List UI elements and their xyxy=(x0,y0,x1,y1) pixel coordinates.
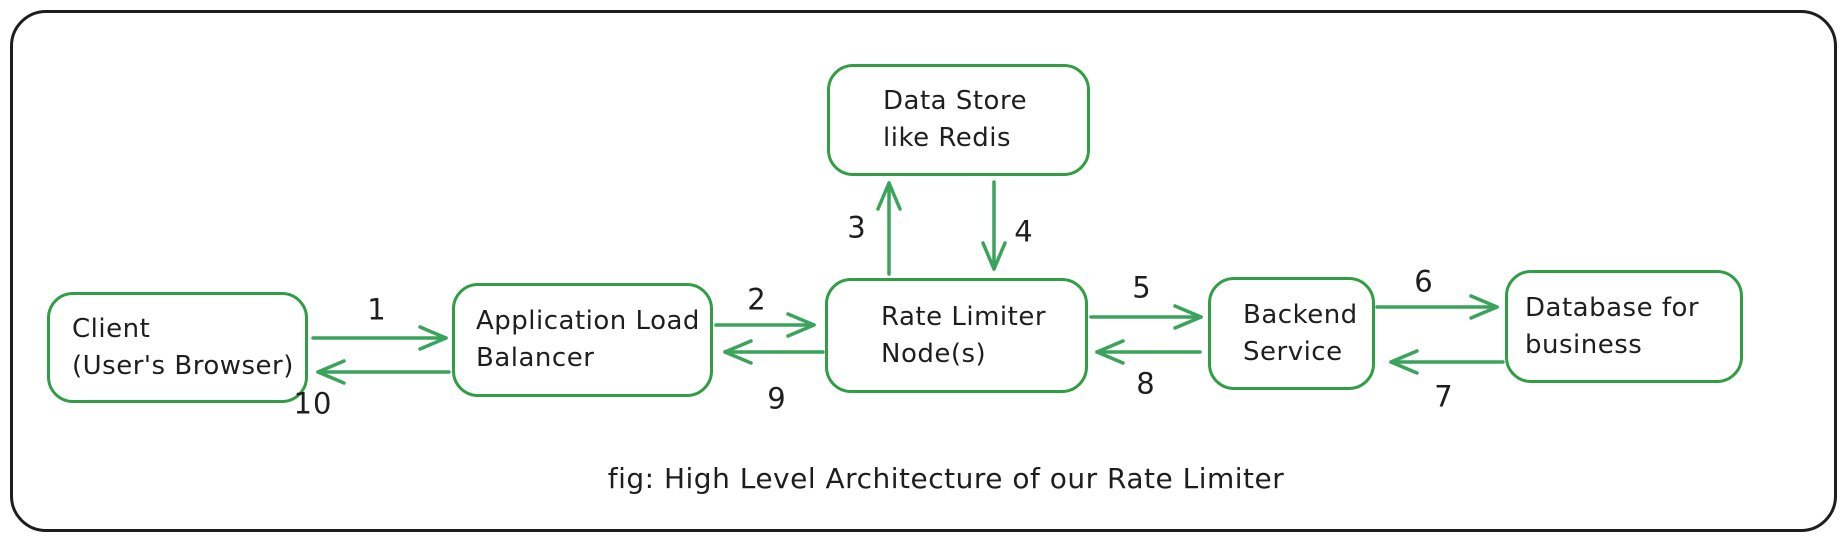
arrow-5-line xyxy=(1089,304,1203,330)
arrow-label-6: 6 xyxy=(1414,264,1434,299)
arrow-2-line xyxy=(714,312,816,338)
arrow-label-10: 10 xyxy=(293,386,333,421)
node-client-label: Client (User's Browser) xyxy=(72,313,294,381)
node-database-label: Database for business xyxy=(1525,292,1700,360)
arrow-label-7: 7 xyxy=(1434,379,1454,414)
arrow-label-2: 2 xyxy=(747,282,767,317)
arrow-9-line xyxy=(723,339,825,365)
node-rate-limiter: Rate Limiter Node(s) xyxy=(825,278,1088,393)
arrow-6-line xyxy=(1375,294,1499,320)
node-backend-service-label: Backend Service xyxy=(1243,299,1358,367)
node-client: Client (User's Browser) xyxy=(47,292,308,403)
arrow-1-line xyxy=(311,325,448,351)
node-load-balancer: Application Load Balancer xyxy=(452,283,713,397)
arrow-3-line xyxy=(876,181,902,276)
node-data-store: Data Store like Redis xyxy=(827,64,1090,176)
node-backend-service: Backend Service xyxy=(1208,277,1375,390)
node-database: Database for business xyxy=(1505,270,1743,383)
node-rate-limiter-label: Rate Limiter Node(s) xyxy=(881,301,1047,369)
node-load-balancer-label: Application Load Balancer xyxy=(476,306,700,373)
arrow-label-3: 3 xyxy=(847,210,867,245)
arrow-4-line xyxy=(981,180,1007,271)
arrow-8-line xyxy=(1095,339,1202,365)
arrow-label-8: 8 xyxy=(1136,366,1156,401)
figure-caption: fig: High Level Architecture of our Rate… xyxy=(607,462,1285,495)
arrow-label-5: 5 xyxy=(1132,270,1152,305)
arrow-10-line xyxy=(316,359,451,385)
arrow-label-1: 1 xyxy=(367,292,387,327)
arrow-label-9: 9 xyxy=(767,381,787,416)
outer-frame xyxy=(10,10,1837,532)
arrow-label-4: 4 xyxy=(1014,214,1034,249)
arrow-7-line xyxy=(1389,349,1505,375)
node-data-store-label: Data Store like Redis xyxy=(883,86,1028,153)
